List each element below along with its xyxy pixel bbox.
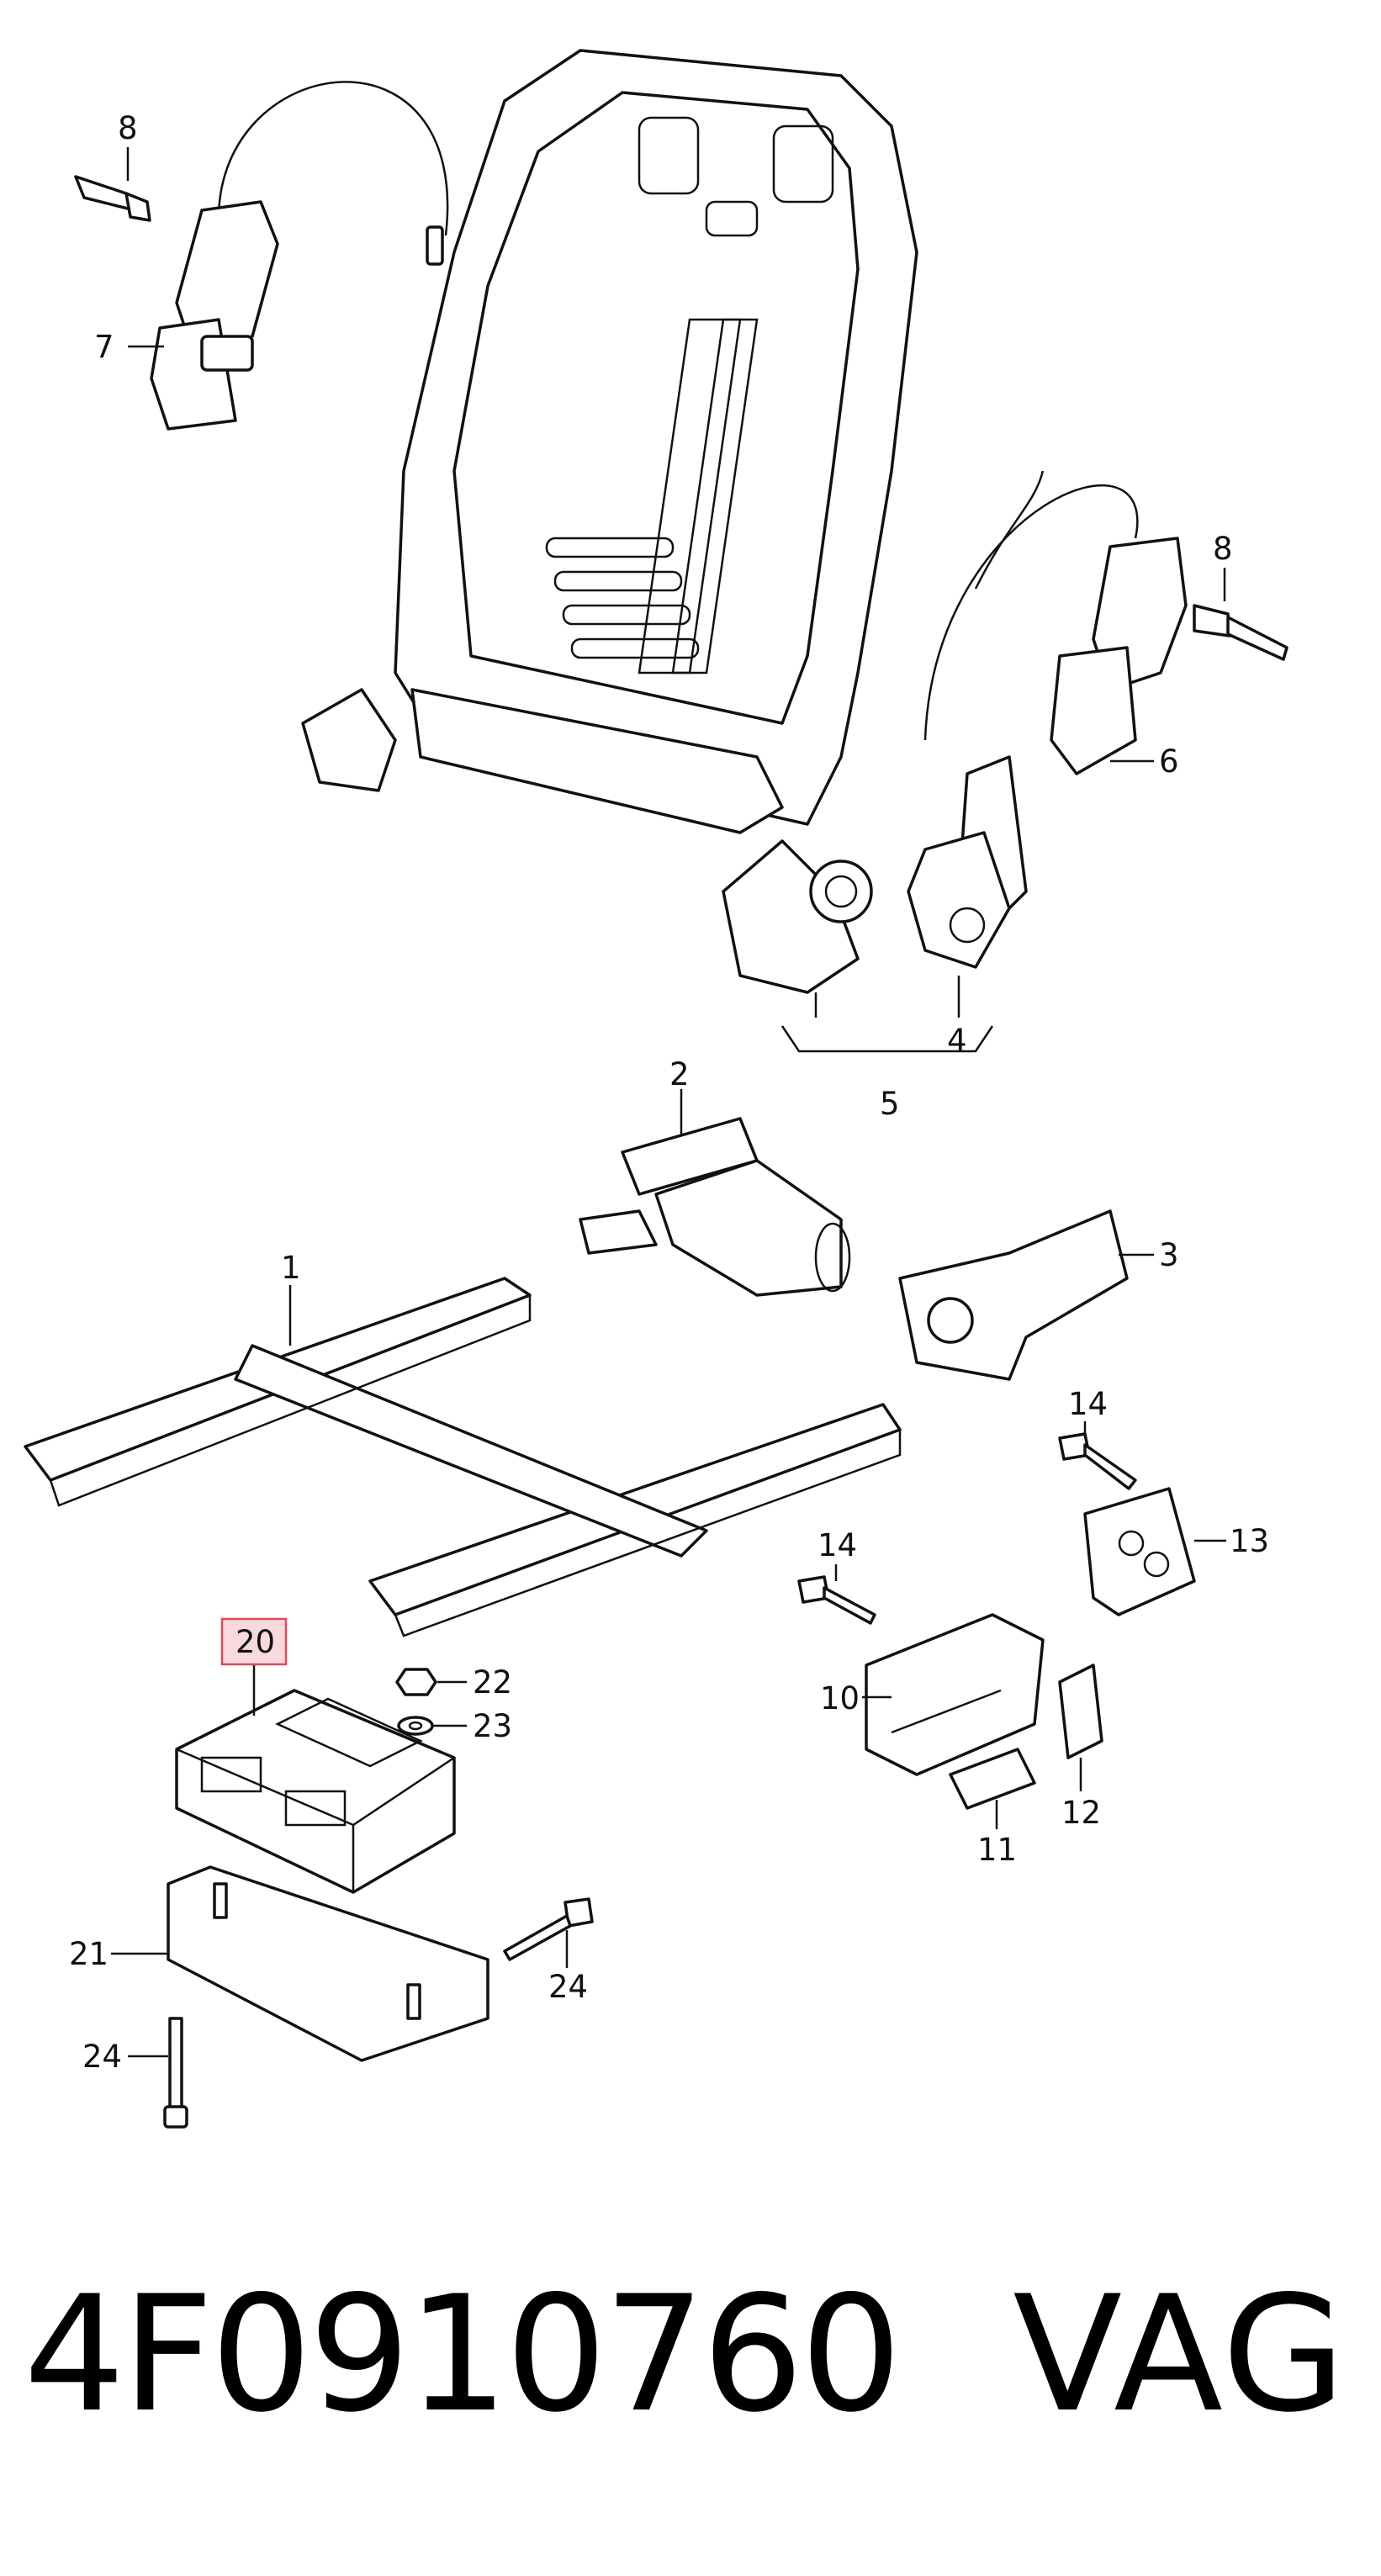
callout-20: 20 (235, 1624, 275, 1660)
callout-1: 1 (281, 1250, 301, 1286)
part-14-top-screw (1058, 1432, 1137, 1490)
callout-4: 4 (947, 1023, 967, 1059)
part-20-control-module (175, 1689, 456, 1894)
callout-5: 5 (880, 1086, 900, 1122)
part-14-mid-screw (797, 1575, 876, 1625)
callout-14-top: 14 (1068, 1386, 1108, 1422)
part-3-motor (898, 1209, 1129, 1381)
callout-14-mid: 14 (817, 1527, 857, 1563)
part-number-text: 4F0910760 (24, 2261, 902, 2447)
callout-24-right: 24 (548, 1969, 588, 2005)
part-10-switch-housing (865, 1613, 1045, 1776)
part-13-connector (1083, 1487, 1196, 1616)
callout-2: 2 (669, 1056, 690, 1092)
backrest-frame (301, 49, 918, 994)
callout-7: 7 (94, 329, 114, 365)
callout-3: 3 (1159, 1237, 1179, 1273)
callout-8-right: 8 (1213, 531, 1233, 567)
callout-23: 23 (473, 1708, 512, 1744)
part-8-left-screw (74, 175, 151, 222)
callout-13: 13 (1230, 1523, 1269, 1559)
highlight-box-part-20 (220, 1617, 288, 1666)
part-8-right-screw (1193, 604, 1288, 661)
part-7-motor-cable (150, 81, 449, 431)
callout-24-left: 24 (82, 2039, 122, 2075)
callout-6: 6 (1159, 743, 1179, 780)
part-2-height-motor (579, 1117, 851, 1297)
part-11-switch-knob (949, 1748, 1036, 1810)
part-12-switch-knob (1058, 1664, 1103, 1759)
leader-lines (111, 147, 1226, 2058)
brand-text: VAG (1013, 2261, 1347, 2447)
callout-12: 12 (1061, 1795, 1101, 1831)
part-4-recliner-motor (907, 755, 1028, 969)
callout-8-left: 8 (118, 110, 138, 146)
part-21-bracket (167, 1865, 489, 2062)
callout-11: 11 (977, 1832, 1017, 1868)
part-23-washer (397, 1716, 434, 1736)
exploded-parts-diagram: 8 7 8 6 4 5 2 3 1 14 13 14 10 11 12 20 2… (24, 49, 1288, 2129)
part-1-seat-rails (24, 1277, 902, 1637)
callout-labels: 8 7 8 6 4 5 2 3 1 14 13 14 10 11 12 20 2… (69, 110, 1269, 2075)
part-24-left-screw (163, 2017, 188, 2129)
callout-21: 21 (69, 1936, 108, 1972)
part-22-nut (395, 1668, 437, 1696)
callout-10: 10 (820, 1680, 860, 1716)
part-6-motor-cable (923, 470, 1188, 775)
part-24-right-screw (503, 1897, 594, 1961)
callout-22: 22 (473, 1664, 512, 1701)
